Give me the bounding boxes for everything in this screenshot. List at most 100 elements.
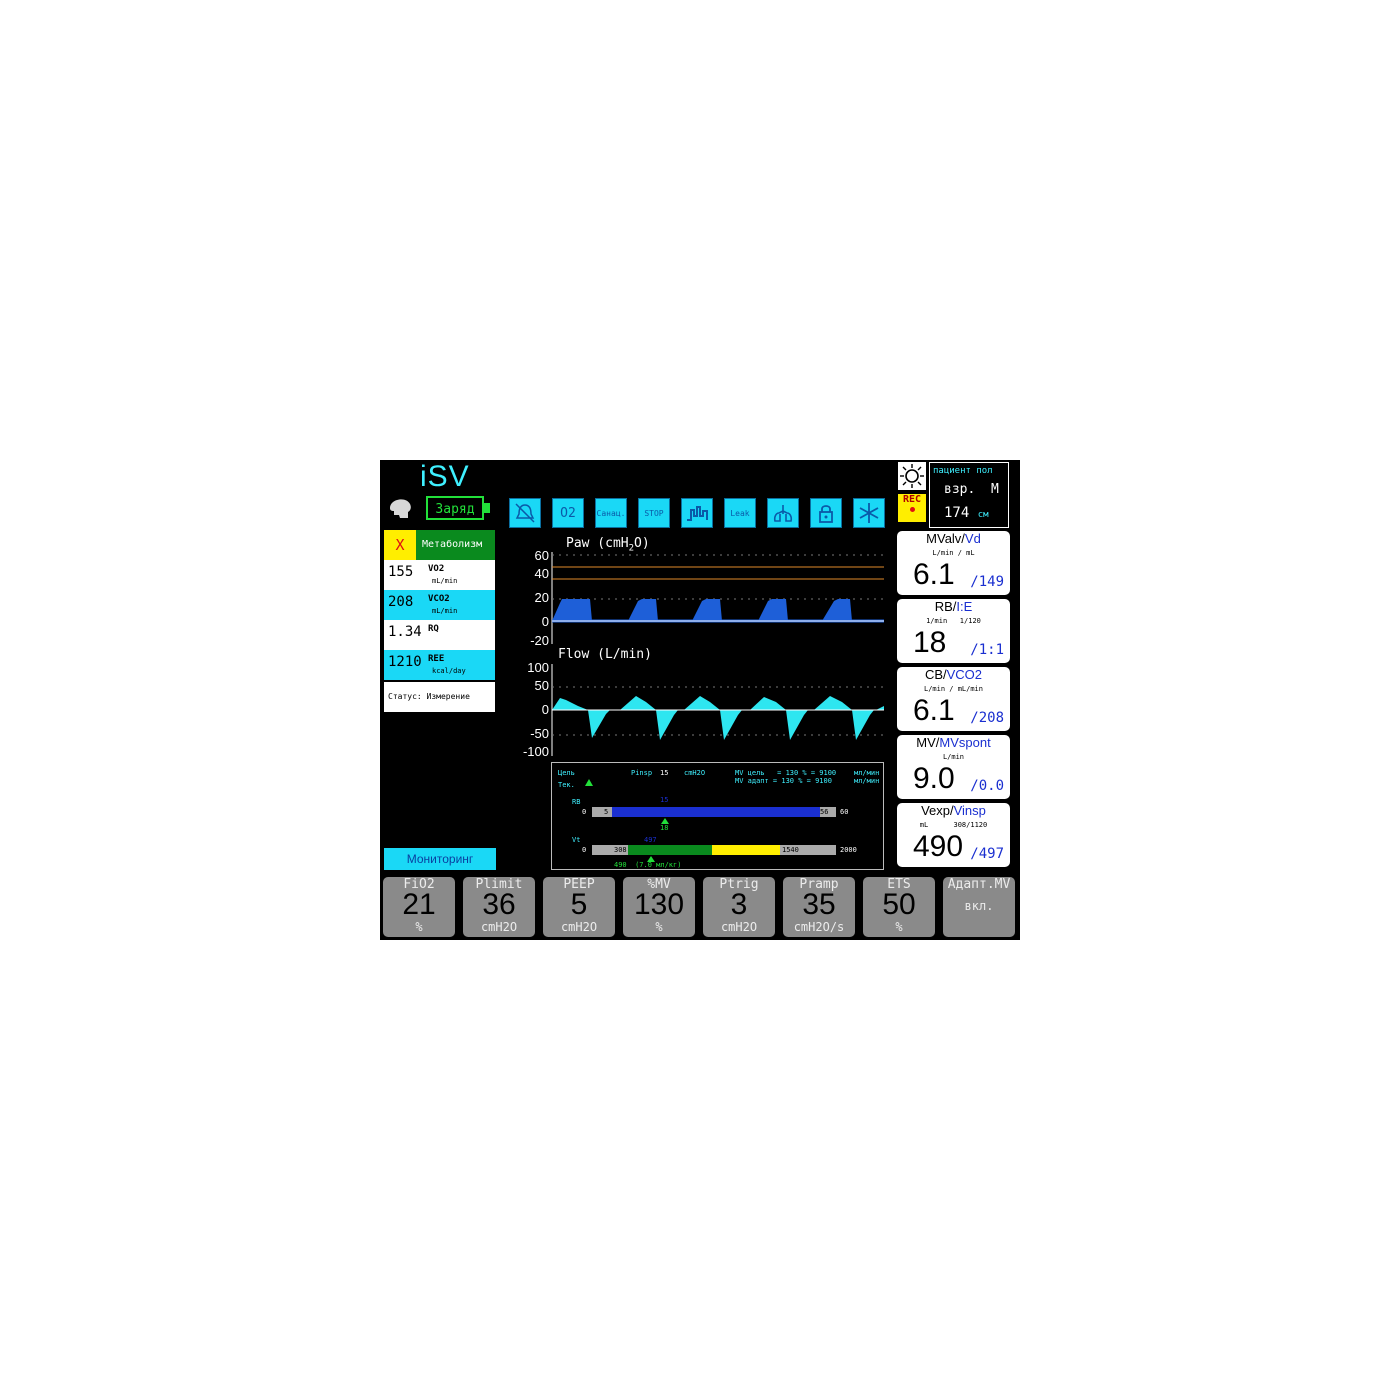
- manual-breath-button[interactable]: [681, 498, 713, 528]
- title-b: MVspont: [939, 735, 991, 750]
- stop-button[interactable]: STOP: [638, 498, 670, 528]
- rb-current-marker: [661, 818, 669, 824]
- rb-target-range: [612, 807, 820, 817]
- monitor-title: RB/I:E: [897, 599, 1010, 614]
- paw-tick-40: 40: [534, 566, 549, 581]
- monitoring-button[interactable]: Мониторинг: [384, 848, 496, 870]
- title-b: I:E: [956, 599, 973, 614]
- control-pramp[interactable]: Pramp 35 cmH2O/s: [783, 877, 855, 937]
- control-unit: cmH2O: [560, 920, 598, 934]
- metabolism-row-rq: 1.34 RQ: [384, 620, 495, 650]
- rq-name: RQ: [428, 624, 439, 634]
- paw-title-sub: 2: [628, 543, 635, 554]
- suction-label: Санац.: [596, 508, 626, 518]
- control-name: ETS: [887, 877, 911, 892]
- patient-info-panel[interactable]: пациент пол взр. М 174 см: [929, 462, 1009, 528]
- mv-target-line: MV цель = 130 % = 9100: [735, 769, 837, 777]
- control-state: вкл.: [964, 899, 994, 913]
- status-text: Статус: Измерение: [388, 692, 470, 701]
- monitor-units: L/min / mL/min: [923, 685, 983, 693]
- ree-name: REE: [428, 654, 445, 664]
- ree-value: 1210: [388, 654, 422, 670]
- current-label: Тек.: [558, 781, 575, 789]
- vo2-unit: mL/min: [432, 577, 458, 585]
- metabolism-close-button[interactable]: X: [384, 530, 416, 560]
- rb-target-value: 15: [660, 796, 669, 804]
- control-name: FiO2: [403, 877, 435, 892]
- control-unit: %: [415, 920, 423, 934]
- monitor-cb-vco2[interactable]: CB/VCO2 L/min / mL/min 6.1 /208: [897, 667, 1010, 731]
- title-b: Vd: [964, 531, 981, 546]
- vt-target-value: 497: [644, 836, 657, 844]
- monitor-value: 6.1: [913, 694, 955, 727]
- monitoring-label: Мониторинг: [406, 852, 474, 866]
- flow-graph-title: Flow (L/min): [558, 647, 652, 662]
- monitor-mv-mvspont[interactable]: MV/MVspont L/min 9.0 /0.0: [897, 735, 1010, 799]
- paw-waveform: [552, 599, 852, 621]
- patient-head-icon: [386, 494, 414, 522]
- vt-max: 2000: [840, 846, 857, 854]
- record-dot-icon: [909, 507, 915, 512]
- control-ptrig[interactable]: Ptrig 3 cmH2O: [703, 877, 775, 937]
- monitor-secondary: /149: [970, 574, 1004, 590]
- flow-waveform-plot: [551, 664, 884, 756]
- pinsp-label: Pinsp: [631, 769, 653, 777]
- monitor-vexp-vinsp[interactable]: Vexp/Vinsp mL 308/1120 490 /497: [897, 803, 1010, 867]
- lock-button[interactable]: [810, 498, 842, 528]
- control-unit: cmH2O: [720, 920, 758, 934]
- alarm-bell-off-icon: [515, 503, 535, 523]
- flow-tick-100: 100: [527, 660, 549, 675]
- metabolism-title-text: Метаболизм: [422, 539, 483, 550]
- metabolism-row-ree: 1210 REE kcal/day: [384, 650, 495, 680]
- control-peep[interactable]: PEEP 5 cmH2O: [543, 877, 615, 937]
- rb-max: 60: [840, 808, 849, 816]
- pinsp-unit: cmH2O: [684, 769, 706, 777]
- title-b: Vinsp: [953, 803, 986, 818]
- leak-button[interactable]: Leak: [724, 498, 756, 528]
- control-unit: cmH2O/s: [793, 920, 845, 934]
- control-ets[interactable]: ETS 50 %: [863, 877, 935, 937]
- vco2-name: VCO2: [428, 594, 450, 604]
- lungs-small-icon: [585, 779, 593, 786]
- control-value: 21: [402, 888, 436, 921]
- paw-title-text: Paw (cmH: [566, 536, 629, 551]
- control-name: Plimit: [475, 877, 523, 892]
- control-value: 50: [882, 888, 916, 921]
- suction-button[interactable]: Санац.: [595, 498, 627, 528]
- target-label: Цель: [558, 769, 575, 777]
- vo2-value: 155: [388, 564, 414, 580]
- control-value: 130: [633, 888, 685, 921]
- rb-high: 56: [820, 808, 829, 816]
- monitor-title: MV/MVspont: [897, 735, 1010, 750]
- vt-low: 308: [614, 846, 627, 854]
- o2-enrichment-button[interactable]: O2: [552, 498, 584, 528]
- monitor-title: CB/VCO2: [897, 667, 1010, 682]
- vt-target-range: [628, 845, 712, 855]
- vco2-unit: mL/min: [432, 607, 458, 615]
- monitor-rb-ie[interactable]: RB/I:E 1/min 1/120 18 /1:1: [897, 599, 1010, 663]
- vt-bar-label: Vt: [572, 836, 581, 844]
- monitor-mvalv-vd[interactable]: MValv/Vd L/min / mL 6.1 /149: [897, 531, 1010, 595]
- lungs-button[interactable]: [767, 498, 799, 528]
- record-button[interactable]: REC: [898, 494, 926, 522]
- monitor-title: Vexp/Vinsp: [897, 803, 1010, 818]
- battery-tip: [484, 503, 490, 513]
- control-percent-mv[interactable]: %MV 130 %: [623, 877, 695, 937]
- control-plimit[interactable]: Plimit 36 cmH2O: [463, 877, 535, 937]
- control-value: 35: [802, 888, 836, 921]
- freeze-button[interactable]: [853, 498, 885, 528]
- control-name: %MV: [647, 877, 671, 892]
- monitor-secondary: /208: [970, 710, 1004, 726]
- monitor-title: MValv/Vd: [897, 531, 1010, 546]
- flow-waveform: [552, 696, 884, 740]
- alarm-silence-button[interactable]: [509, 498, 541, 528]
- patient-title: пациент пол: [933, 466, 993, 476]
- title-a: CB/: [924, 667, 947, 682]
- paw-tick-minus20: -20: [530, 633, 549, 648]
- monitor-secondary: /0.0: [970, 778, 1004, 794]
- vt-current-marker: [647, 856, 655, 862]
- control-fio2[interactable]: FiO2 21 %: [383, 877, 455, 937]
- control-adaptive-mv[interactable]: Адапт.MV вкл.: [943, 877, 1015, 937]
- brightness-button[interactable]: [898, 462, 926, 490]
- stop-label: STOP: [644, 508, 664, 518]
